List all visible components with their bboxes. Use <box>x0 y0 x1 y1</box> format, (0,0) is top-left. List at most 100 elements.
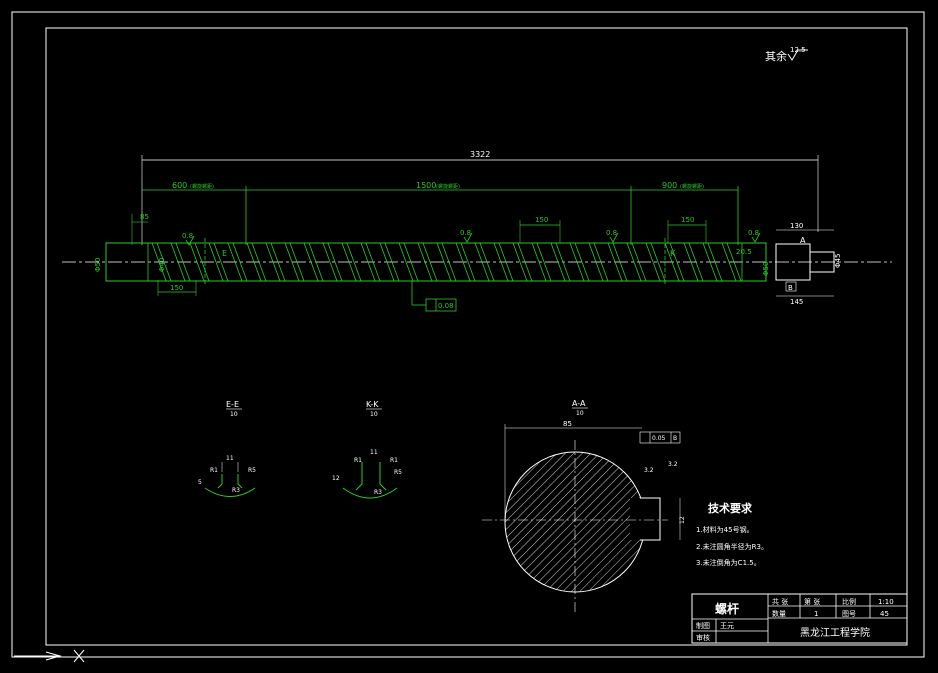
dim-pitch-left-text: 150 <box>170 284 183 292</box>
flight-line <box>569 242 590 282</box>
section-kk-scale: 10 <box>370 411 378 418</box>
dim-seg-mid: 1500 <box>416 181 436 190</box>
section-kk-flight <box>355 462 387 491</box>
inner-frame <box>45 27 908 646</box>
tolerance-frame <box>425 298 457 312</box>
flight-line <box>588 242 609 282</box>
dim-seg-right: 900 <box>662 181 677 190</box>
tech-req-item-3: 3.未注倒角为C1.5。 <box>696 558 761 567</box>
tb-c5: 数量 <box>772 609 786 618</box>
dim-pitch-mid-text: 150 <box>535 216 548 224</box>
cut-label-a: A <box>800 236 806 245</box>
part-name: 螺杆 <box>715 601 739 616</box>
section-aa-title: A-A <box>572 399 586 408</box>
tb-c1: 共 张 <box>772 597 788 606</box>
ra-symbol-c <box>609 232 619 243</box>
flight-line <box>417 242 438 282</box>
flight-line <box>493 242 514 282</box>
dim-flange: 20.5 <box>736 248 752 256</box>
section-ee-r1: R1 <box>210 467 218 474</box>
ra-mark-a: 0.8 <box>182 232 193 240</box>
dia-shaft: Φ45 <box>834 254 842 268</box>
flight-line <box>683 242 704 282</box>
section-ee-scale: 10 <box>230 411 238 418</box>
tb-c8: 45 <box>880 610 889 618</box>
tech-req-title: 技术要求 <box>708 501 753 515</box>
section-ee-title: E-E <box>226 400 239 409</box>
roughness-note: 其余 <box>765 49 787 63</box>
section-aa-ra1: 3.2 <box>644 467 654 474</box>
section-aa-tol-frame <box>639 431 681 444</box>
designer-label: 制图 <box>696 621 710 630</box>
cut-label-e: E <box>222 249 227 258</box>
section-kk-r1a: R1 <box>354 457 362 464</box>
section-aa-keyway-fill <box>630 498 660 540</box>
ra-mark-d: 0.8 <box>748 229 759 237</box>
flight-line <box>189 242 210 282</box>
title-block: 螺杆 共 张 第 张 比例 1:10 数量 1 图号 45 制图 王元 审核 黑… <box>691 593 908 644</box>
flight-line <box>170 242 191 282</box>
flight-line <box>550 242 571 282</box>
roughness-symbol <box>787 49 808 61</box>
flight-line <box>474 242 495 282</box>
flight-line <box>303 242 324 282</box>
section-kk-h: 12 <box>332 475 340 482</box>
tech-req-item-1: 1.材料为45号钢。 <box>696 525 754 534</box>
dim-shaft-len: 130 <box>790 222 803 230</box>
screw-body <box>105 242 767 282</box>
flight-line <box>341 242 362 282</box>
flight-line <box>208 242 229 282</box>
checker-label: 审核 <box>696 633 710 642</box>
tech-req-item-2: 2.未注圆角半径为R3。 <box>696 542 768 551</box>
flight-line <box>645 242 666 282</box>
section-ee-w: 11 <box>226 455 234 462</box>
flight-line <box>512 242 533 282</box>
section-kk-r5: R5 <box>394 469 402 476</box>
dim-seg-right-note: (螺旋螺距) <box>680 183 704 190</box>
datum-b-box <box>785 281 797 292</box>
flight-line <box>379 242 400 282</box>
section-aa-dim: 85 <box>563 420 572 428</box>
ra-symbol-d <box>751 232 761 243</box>
outer-frame <box>11 11 925 658</box>
dim-seg-left-note: (螺旋螺距) <box>190 183 214 190</box>
flight-line <box>455 242 476 282</box>
ra-mark-b: 0.8 <box>460 229 471 237</box>
section-kk-r3: R3 <box>374 489 382 496</box>
dim-seg-left: 600 <box>172 181 187 190</box>
flight-line <box>246 242 267 282</box>
tb-c7: 图号 <box>842 610 856 618</box>
flight-line <box>360 242 381 282</box>
ra-symbol-a <box>185 235 195 246</box>
dia-left: Φ50 <box>94 258 102 272</box>
section-kk-r1b: R1 <box>390 457 398 464</box>
tolerance-value: 0.08 <box>438 302 454 310</box>
section-aa-scale: 10 <box>576 410 584 417</box>
flight-line <box>702 242 723 282</box>
flight-line <box>151 242 172 282</box>
flight-line <box>227 242 248 282</box>
dim-overall-text: 3322 <box>470 150 490 159</box>
shaft-end <box>809 251 835 273</box>
ucs-arrow-icon <box>45 651 62 661</box>
dim-seg-mid-note: (螺旋螺距) <box>436 183 460 190</box>
datum-b-label: B <box>788 284 793 292</box>
tb-c2: 第 张 <box>804 597 820 606</box>
flight-line <box>436 242 457 282</box>
school-name: 黑龙江工程学院 <box>800 626 870 639</box>
ra-symbol-b <box>463 232 473 243</box>
section-aa-ra2: 3.2 <box>668 461 678 468</box>
section-kk-title: K-K <box>366 400 379 409</box>
section-kk-arc <box>342 487 398 499</box>
flight-line <box>284 242 305 282</box>
ra-mark-c: 0.8 <box>606 229 617 237</box>
flight-line <box>265 242 286 282</box>
flight-line <box>607 242 628 282</box>
dim-end-left: 85 <box>140 213 149 221</box>
tb-c3: 比例 <box>842 597 856 606</box>
tb-c6: 1 <box>814 610 818 618</box>
tb-c4: 1:10 <box>878 598 894 606</box>
cut-label-k: K <box>670 249 676 258</box>
designer-name: 王元 <box>720 622 734 630</box>
